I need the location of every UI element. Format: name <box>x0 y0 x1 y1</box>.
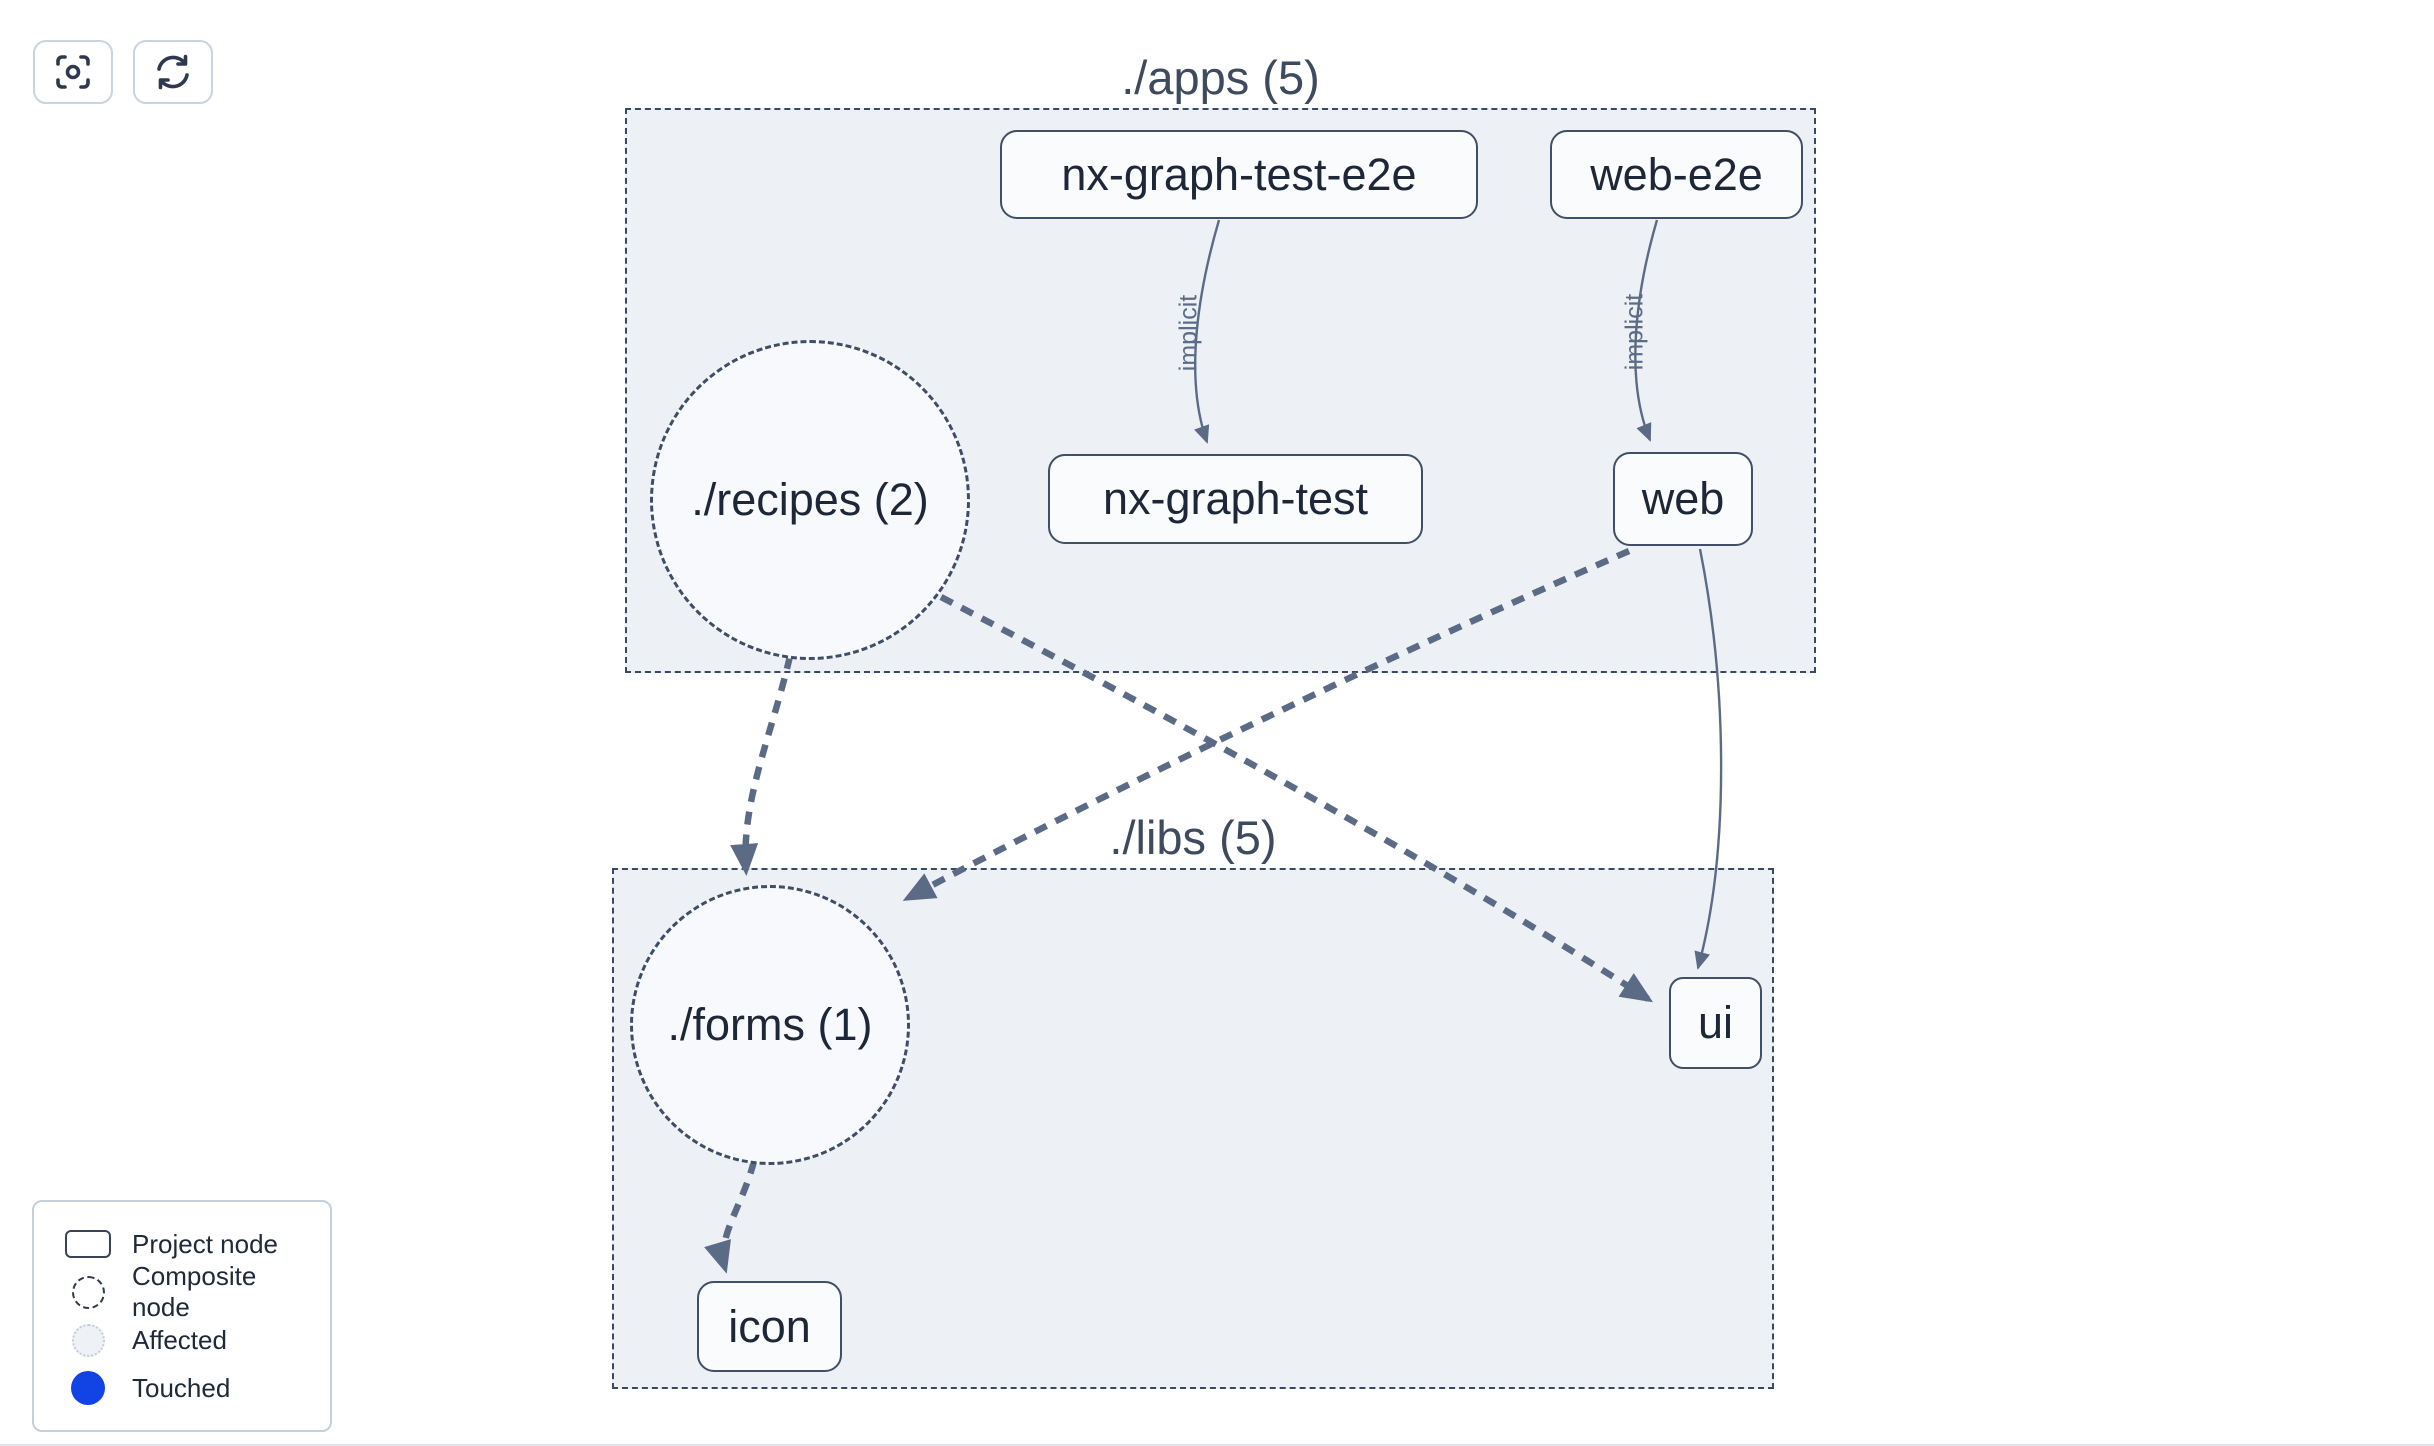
edge-web-to-ui[interactable] <box>1694 548 1723 970</box>
node-nx-graph-test-e2e[interactable]: nx-graph-test-e2e <box>1000 130 1478 219</box>
composite-node-recipes[interactable]: ./recipes (2) <box>650 340 970 660</box>
node-icon[interactable]: icon <box>697 1281 842 1372</box>
group-label-libs: ./libs (5) <box>1109 811 1277 864</box>
legend-label: Composite node <box>132 1261 257 1322</box>
node-web[interactable]: web <box>1613 452 1753 546</box>
node-label: web-e2e <box>1590 148 1763 200</box>
edge-recipes-to-ui[interactable] <box>939 594 1654 1003</box>
legend: Project node Composite node Affected Tou… <box>32 1200 332 1432</box>
legend-item-touched: Touched <box>44 1364 320 1412</box>
node-label: web <box>1641 473 1725 524</box>
legend-item-project-node: Project node <box>44 1220 320 1268</box>
node-nx-graph-test[interactable]: nx-graph-test <box>1048 454 1423 544</box>
refresh-button[interactable] <box>133 40 213 104</box>
node-label: ./recipes (2) <box>691 474 929 525</box>
legend-label: Affected <box>132 1324 227 1355</box>
composite-node-symbol <box>71 1275 105 1309</box>
node-label: nx-graph-test-e2e <box>1061 148 1417 200</box>
legend-item-composite-node: Composite node <box>44 1261 320 1322</box>
composite-node-forms[interactable]: ./forms (1) <box>630 885 910 1165</box>
touched-symbol <box>71 1371 105 1405</box>
focus-crosshair-icon <box>52 51 94 93</box>
focus-button[interactable] <box>33 40 113 104</box>
edge-web-e2e-to-web[interactable] <box>1634 219 1659 442</box>
affected-symbol <box>71 1323 105 1357</box>
edge-recipes-to-forms[interactable] <box>730 655 794 876</box>
refresh-icon <box>150 51 196 93</box>
legend-item-affected: Affected <box>44 1316 320 1364</box>
edge-forms-to-icon[interactable] <box>704 1160 758 1274</box>
node-web-e2e[interactable]: web-e2e <box>1550 130 1803 219</box>
node-label: ui <box>1697 997 1734 1048</box>
project-node-symbol <box>65 1230 111 1258</box>
group-label-apps: ./apps (5) <box>1121 51 1320 104</box>
edge-web-to-forms[interactable] <box>902 548 1631 901</box>
node-label: icon <box>728 1300 811 1352</box>
node-ui[interactable]: ui <box>1669 977 1762 1069</box>
legend-label: Project node <box>132 1228 278 1259</box>
edge-nx-graph-test-e2e-to-nx-graph-test[interactable] <box>1194 219 1221 444</box>
toolbar <box>33 40 213 104</box>
node-label: ./forms (1) <box>667 999 873 1050</box>
node-label: nx-graph-test <box>1102 473 1369 524</box>
legend-label: Touched <box>132 1372 231 1403</box>
